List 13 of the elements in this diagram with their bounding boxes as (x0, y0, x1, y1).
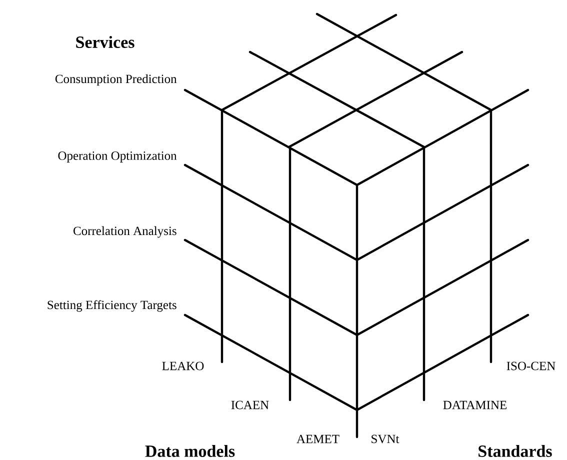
row-label: Setting Efficiency Targets (48, 300, 176, 312)
column-label: ICAEN (231, 400, 269, 410)
column-label: AEMET (296, 434, 340, 444)
column-label: ISO-CEN (506, 362, 556, 370)
axis-title: Standards (478, 445, 552, 457)
row-label: Correlation Analysis (74, 226, 176, 238)
column-label: LEAKO (162, 362, 204, 370)
row-label: Operation Optimization (58, 152, 177, 162)
column-label: SVNt (372, 434, 400, 444)
row-label: Consumption Prediction (55, 74, 177, 86)
axis-title: Services (76, 36, 134, 48)
axis-title: Data models (145, 445, 235, 457)
column-label: DATAMINE (443, 400, 507, 410)
